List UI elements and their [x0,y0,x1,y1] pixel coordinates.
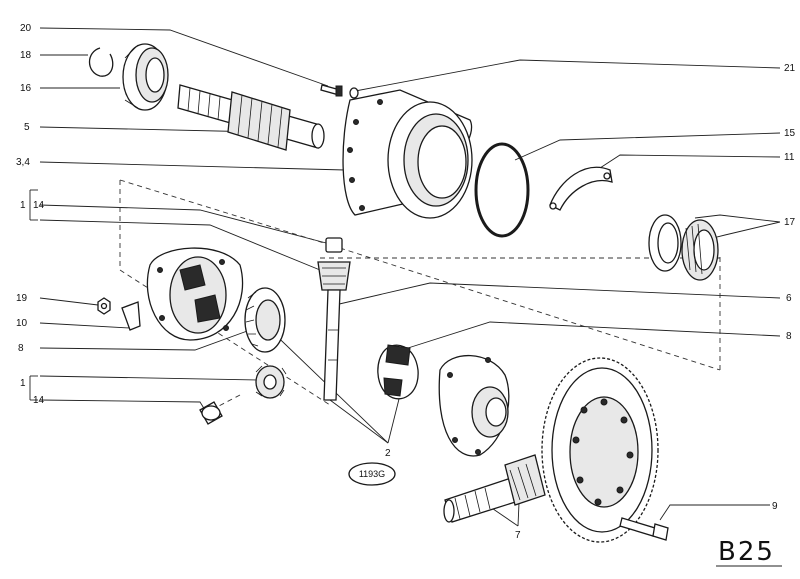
callout-8-left: 8 [18,343,24,354]
splined-shaft-part [177,84,325,151]
callout-6: 6 [786,293,792,304]
callout-2: 2 [385,448,391,459]
spider-shaft-assembly-part [317,237,351,401]
drawing-code-text: 1193G [359,469,385,479]
callout-1-lower: 1 [20,378,26,389]
retainer-plate-part [549,166,613,211]
callout-5: 5 [24,122,30,133]
nut-part [97,297,111,315]
callout-20: 20 [20,23,32,34]
drawing-code-badge: 1193G [348,462,396,486]
callout-7: 7 [515,530,521,541]
callout-10: 10 [16,318,28,329]
differential-case-left-part [146,247,244,341]
side-gear-left-part [244,287,286,353]
callout-21: 21 [784,63,796,74]
callout-14-lower: 14 [33,395,45,406]
callout-11: 11 [784,152,795,163]
callout-17: 17 [784,217,796,228]
callout-labels: 20 18 16 5 3,4 1 14 19 10 8 1 14 21 15 1… [16,23,796,541]
callout-14-upper: 14 [33,200,45,211]
gearbox-housing-part [342,89,473,219]
page-code: B25 [718,537,775,567]
drive-pinion-part [443,454,546,523]
circlip-part [88,47,114,77]
callout-16: 16 [20,83,32,94]
callout-3-4: 3,4 [16,157,30,168]
side-gear-right-part [377,344,419,400]
bushing-part [199,401,223,425]
callout-15: 15 [784,128,796,139]
ball-bearing-part [122,43,169,111]
callout-18: 18 [20,50,32,61]
callout-19: 19 [16,293,28,304]
small-bolt-part [320,84,343,97]
o-ring-part [474,142,530,238]
callout-9: 9 [772,501,778,512]
lock-tab-part [121,301,141,331]
callout-1-upper: 1 [20,200,26,211]
callout-8-right: 8 [786,331,792,342]
tapered-bearing-part [648,214,719,281]
crown-wheel-part [541,357,659,543]
washer-part [349,87,359,99]
pinion-lower-part [255,365,287,399]
differential-case-right-part [438,354,510,457]
hex-bolt-part [619,517,669,541]
